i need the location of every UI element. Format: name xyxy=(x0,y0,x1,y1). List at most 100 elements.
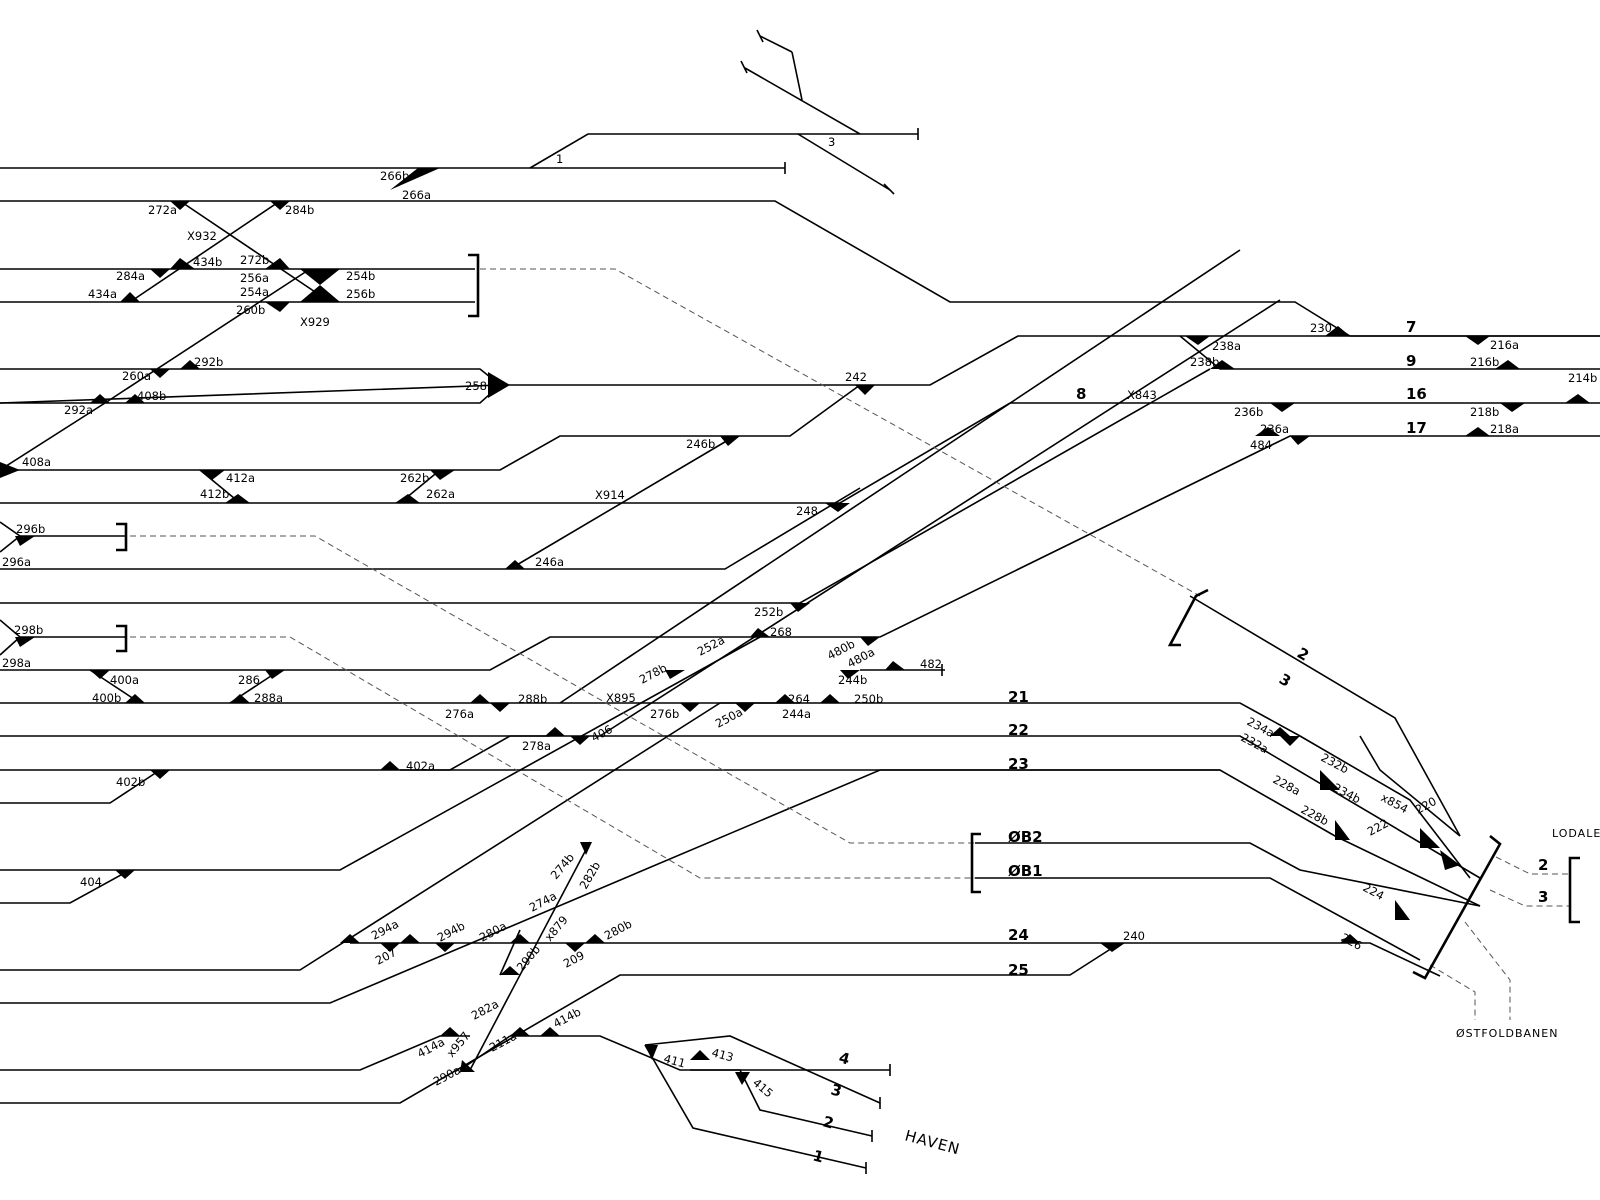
switch-label: 207 xyxy=(373,945,399,968)
switch-label: 274b xyxy=(548,851,578,882)
buffer-brackets xyxy=(116,253,1580,980)
switch-label: 246a xyxy=(535,555,564,569)
switch-label: 264 xyxy=(788,692,810,706)
track-number-2-right: 2 xyxy=(1538,856,1548,874)
switch-label: 406 xyxy=(589,722,615,745)
place-ostfoldbanen: ØSTFOLDBANEN xyxy=(1456,1027,1558,1040)
switch-label: 252b xyxy=(754,605,783,619)
track-number-1-top: 1 xyxy=(556,152,563,166)
track-number-17: 17 xyxy=(1406,419,1427,437)
switch-label: 226 xyxy=(1339,930,1365,953)
switch-label: 278a xyxy=(522,739,551,753)
track-number-ob2: ØB2 xyxy=(1008,828,1043,846)
track-numbers: 7 9 16 17 8 21 22 23 24 25 ØB2 ØB1 2 3 2… xyxy=(556,135,1548,1167)
switch-label: X932 xyxy=(187,229,217,243)
track-number-3-right: 3 xyxy=(1538,888,1548,906)
switch-label: 209 xyxy=(561,948,587,971)
switch-label: 402b xyxy=(116,775,145,789)
switch-label: 272a xyxy=(148,203,177,217)
switch-label: 218a xyxy=(1490,422,1519,436)
switch-label: 408a xyxy=(22,455,51,469)
switch-label: 244b xyxy=(838,673,867,687)
switch-labels: 266b 266a 272a 284b X932 272b 434b 284a … xyxy=(2,169,1597,1100)
switch-label: 262b xyxy=(400,471,429,485)
switch-label: 434a xyxy=(88,287,117,301)
switch-label: 21 xyxy=(1008,688,1029,706)
switch-label: 240 xyxy=(1123,929,1145,943)
switch-label: X843 xyxy=(1127,388,1157,402)
switch-label: 402a xyxy=(406,759,435,773)
switch-label: x879 xyxy=(542,913,571,944)
switch-label: 482 xyxy=(920,657,942,671)
switch-label: 254a xyxy=(240,285,269,299)
track-number-22: 22 xyxy=(1008,721,1029,739)
switch-label: 266b xyxy=(380,169,409,183)
switch-label: 413 xyxy=(710,1045,735,1064)
switch-label: 258 xyxy=(465,379,487,393)
switch-label: 412a xyxy=(226,471,255,485)
track-number-haven-4: 4 xyxy=(837,1048,852,1068)
switch-label: 296b xyxy=(16,522,45,536)
switch-label: 404 xyxy=(80,875,102,889)
switch-label: 262a xyxy=(426,487,455,501)
track-number-25: 25 xyxy=(1008,961,1029,979)
switch-label: 484 xyxy=(1250,438,1272,452)
switch-label: 411 xyxy=(662,1051,687,1070)
switch-label: 292a xyxy=(64,403,93,417)
switch-label: 412b xyxy=(200,487,229,501)
switch-label: 298a xyxy=(2,656,31,670)
place-haven: HAVEN xyxy=(903,1126,962,1158)
switch-label: 236b xyxy=(1234,405,1263,419)
switch-label: 216a xyxy=(1490,338,1519,352)
switch-label: 294b xyxy=(435,919,467,945)
track-number-3-top: 3 xyxy=(828,135,835,149)
track-number-haven-2: 2 xyxy=(821,1112,836,1132)
switch-label: 260a xyxy=(122,369,151,383)
switch-label: 290a xyxy=(431,1063,463,1089)
switch-label: x854 xyxy=(1379,790,1411,816)
switch-label: 256a xyxy=(240,271,269,285)
switch-label: 268 xyxy=(770,625,792,639)
switch-label: 290b xyxy=(514,943,544,974)
track-number-haven-3: 3 xyxy=(829,1080,844,1100)
switch-label: 220 xyxy=(1413,794,1439,817)
track-number-16: 16 xyxy=(1406,385,1427,403)
switch-label: 414a xyxy=(415,1035,447,1061)
switch-label: 408b xyxy=(137,389,166,403)
switch-label: 244a xyxy=(782,707,811,721)
switch-label: 228a xyxy=(1271,772,1303,798)
switch-label: 254b xyxy=(346,269,375,283)
switch-label: 286 xyxy=(238,673,260,687)
switch-label: 284a xyxy=(116,269,145,283)
switch-label: 232b xyxy=(1319,750,1351,776)
switch-label: 288b xyxy=(518,692,547,706)
switch-label: 280a xyxy=(477,919,509,945)
switch-label: 250a xyxy=(713,705,745,731)
switch-label: 400a xyxy=(110,673,139,687)
switch-label: X929 xyxy=(300,315,330,329)
switch-label: 272b xyxy=(240,253,269,267)
switch-label: 276a xyxy=(445,707,474,721)
switch-label: 294a xyxy=(369,917,401,943)
switch-label: 211a xyxy=(487,1029,519,1055)
switch-label: 214b xyxy=(1568,371,1597,385)
switch-label: 248 xyxy=(796,504,818,518)
tracks xyxy=(0,29,1600,1174)
switch-label: 278b xyxy=(637,661,669,687)
track-number-23: 23 xyxy=(1008,755,1029,773)
track-number-haven-1: 1 xyxy=(811,1146,826,1166)
switch-label: 284b xyxy=(285,203,314,217)
switch-label: X895 xyxy=(606,691,636,705)
switch-label: 216b xyxy=(1470,355,1499,369)
switch-label: 242 xyxy=(845,370,867,384)
switch-label: 434b xyxy=(193,255,222,269)
switch-label: 296a xyxy=(2,555,31,569)
place-lodalen: LODALEN xyxy=(1552,827,1600,840)
switch-label: 400b xyxy=(92,691,121,705)
switch-label: 234b xyxy=(1331,780,1363,806)
switch-label: 266a xyxy=(402,188,431,202)
switch-label: 230 xyxy=(1310,321,1332,335)
switch-label: 282b xyxy=(576,859,603,891)
track-number-ob1: ØB1 xyxy=(1008,862,1043,880)
